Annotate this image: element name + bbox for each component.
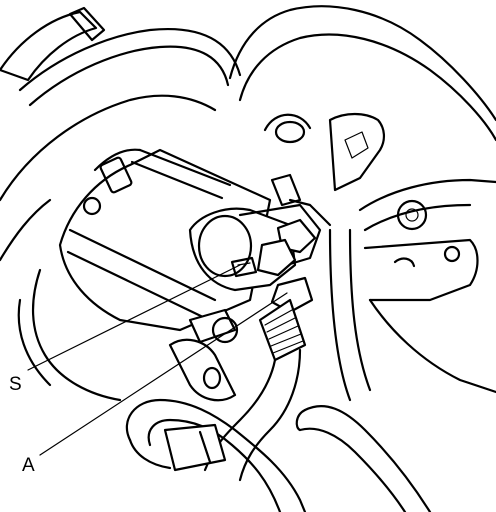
callout-A-label: A [22, 455, 35, 476]
starter-motor-body [17, 148, 272, 402]
mount-bracket [263, 112, 496, 302]
mount-bolt [168, 308, 239, 402]
engine-block-contour [0, 5, 496, 262]
callout-A-leader [39, 292, 288, 456]
battery-cable [203, 298, 307, 482]
callout-S-label: S [9, 374, 22, 395]
upper-bracket [0, 6, 242, 107]
callout-S-leader [27, 264, 241, 371]
right-hose [295, 228, 496, 512]
solenoid-assembly [188, 173, 332, 314]
lower-hose [125, 398, 307, 512]
